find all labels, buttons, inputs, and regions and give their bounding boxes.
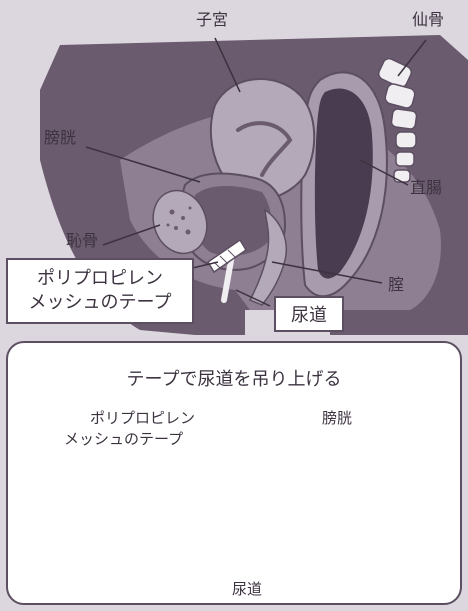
detail-panel: テープで尿道を吊り上げる xyxy=(6,341,462,605)
detail-label-urethra: 尿道 xyxy=(232,580,263,598)
callout-urethra-label: 尿道 xyxy=(291,305,327,326)
label-vagina: 腟 xyxy=(388,275,405,294)
label-pubic-bone: 恥骨 xyxy=(66,231,99,250)
detail-label-tape-line1: ポリプロピレン xyxy=(90,409,196,427)
pubic-bone xyxy=(152,189,208,255)
detail-label-bladder: 膀胱 xyxy=(322,409,353,427)
pubic-bone-texture xyxy=(166,206,192,235)
callout-tape-line2: メッシュのテープ xyxy=(28,292,172,313)
uterine-cavity xyxy=(236,121,293,177)
label-uterus: 子宮 xyxy=(196,10,229,29)
detail-panel-title: テープで尿道を吊り上げる xyxy=(126,369,342,390)
rectum-lumen xyxy=(314,88,373,279)
callout-urethra: 尿道 xyxy=(274,296,344,332)
callout-tape: ポリプロピレン メッシュのテープ xyxy=(6,258,194,324)
sacrum xyxy=(377,57,418,183)
detail-label-tape-line2: メッシュのテープ xyxy=(64,430,184,448)
vagina xyxy=(248,208,287,306)
callout-tape-line1: ポリプロピレン xyxy=(37,268,163,289)
bladder-wall xyxy=(193,186,272,256)
urethra xyxy=(221,252,235,303)
label-rectum: 直腸 xyxy=(410,178,443,197)
label-sacrum: 仙骨 xyxy=(412,10,445,29)
mesh-tape xyxy=(206,238,248,274)
label-bladder: 膀胱 xyxy=(44,128,77,147)
